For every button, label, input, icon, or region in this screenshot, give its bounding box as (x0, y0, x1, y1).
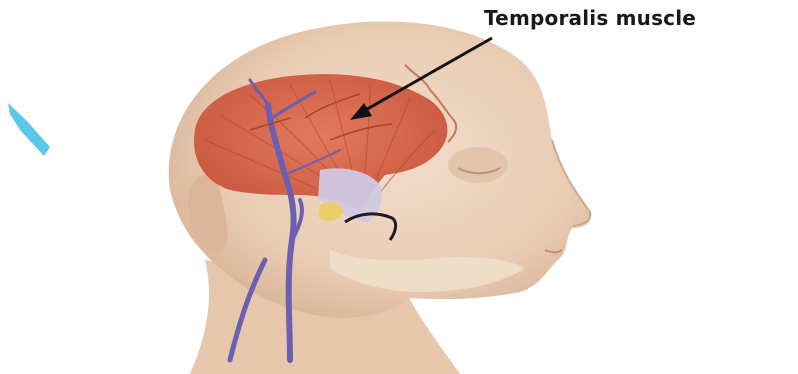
eye-socket (448, 147, 508, 183)
temporalis-muscle-label: Temporalis muscle (484, 6, 696, 30)
cyan-chevron-icon (8, 103, 50, 156)
